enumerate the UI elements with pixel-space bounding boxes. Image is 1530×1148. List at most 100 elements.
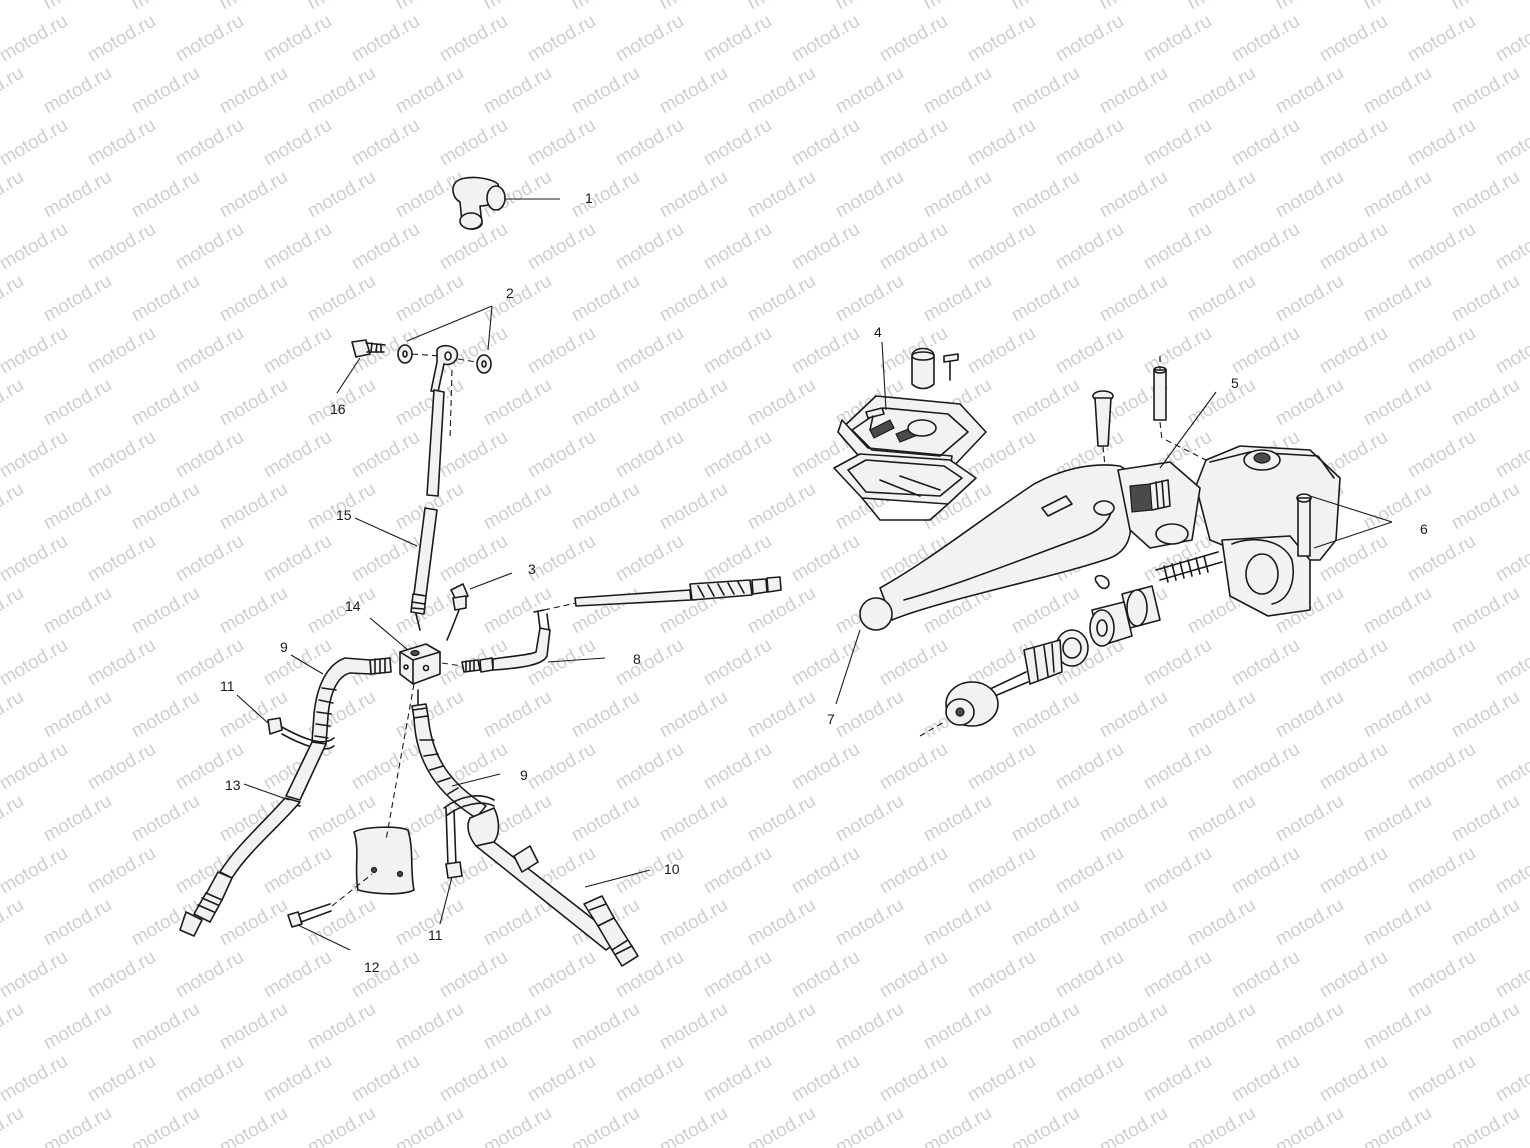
watermark-text: motod.ru [568, 583, 643, 639]
left-front-hose [311, 657, 392, 745]
watermark-text: motod.ru [832, 271, 907, 327]
watermark-text: motod.ru [568, 687, 643, 743]
watermark-text: motod.ru [568, 375, 643, 431]
watermark-text: motod.ru [0, 115, 71, 171]
watermark-text: motod.ru [348, 531, 423, 587]
watermark-text: motod.ru [832, 791, 907, 847]
rear-brake-line [461, 576, 782, 673]
watermark-text: motod.ru [1316, 739, 1391, 795]
watermark-text: motod.ru [920, 791, 995, 847]
watermark-text: motod.ru [744, 687, 819, 743]
watermark-text: motod.ru [1184, 999, 1259, 1055]
watermark-text: motod.ru [260, 115, 335, 171]
tee-fitting [452, 176, 506, 230]
callout-11-left: 11 [220, 678, 235, 694]
brake-switch [446, 583, 469, 641]
watermark-text: motod.ru [216, 167, 291, 223]
watermark-text: motod.ru [1316, 323, 1391, 379]
hose-clamp-left [267, 717, 335, 750]
watermark-text: motod.ru [1140, 219, 1215, 275]
watermark-text: motod.ru [1052, 843, 1127, 899]
watermark-text: motod.ru [656, 895, 731, 951]
watermark-text: motod.ru [1052, 323, 1127, 379]
watermark-text: motod.ru [568, 791, 643, 847]
watermark-text: motod.ru [172, 219, 247, 275]
watermark-text: motod.ru [84, 739, 159, 795]
watermark-text: motod.ru [304, 895, 379, 951]
watermark-text: motod.ru [1096, 1103, 1171, 1148]
callout-4: 4 [874, 324, 882, 340]
watermark-text: motod.ru [1316, 635, 1391, 691]
watermark-text: motod.ru [0, 687, 27, 743]
watermark-text: motod.ru [1052, 11, 1127, 67]
watermark-text: motod.ru [1492, 11, 1530, 67]
watermark-text: motod.ru [1448, 479, 1523, 535]
watermark-text: motod.ru [260, 219, 335, 275]
watermark-text: motod.ru [832, 1103, 907, 1148]
plate-bolt [287, 903, 332, 928]
watermark-text: motod.ru [84, 115, 159, 171]
watermark-text: motod.ru [1228, 323, 1303, 379]
watermark-text: motod.ru [920, 63, 995, 119]
watermark-text: motod.ru [700, 11, 775, 67]
watermark-text: motod.ru [392, 63, 467, 119]
watermark-text: motod.ru [920, 895, 995, 951]
watermark-text: motod.ru [436, 1051, 511, 1107]
watermark-text: motod.ru [1492, 427, 1530, 483]
watermark-text: motod.ru [744, 1103, 819, 1148]
watermark-text: motod.ru [612, 323, 687, 379]
watermark-text: motod.ru [1404, 323, 1479, 379]
watermark-text: motod.ru [920, 1103, 995, 1148]
watermark-text: motod.ru [1052, 947, 1127, 1003]
watermark-text: motod.ru [1184, 0, 1259, 14]
callout-2: 2 [506, 285, 514, 301]
watermark-text: motod.ru [568, 167, 643, 223]
watermark-text: motod.ru [128, 687, 203, 743]
watermark-text: motod.ru [788, 11, 863, 67]
watermark-text: motod.ru [1360, 271, 1435, 327]
watermark-text: motod.ru [1492, 947, 1530, 1003]
watermark-text: motod.ru [260, 11, 335, 67]
watermark-text: motod.ru [172, 635, 247, 691]
watermark-text: motod.ru [1096, 895, 1171, 951]
callout-16: 16 [330, 401, 346, 417]
watermark-text: motod.ru [0, 0, 27, 14]
watermark-text: motod.ru [480, 375, 555, 431]
watermark-text: motod.ru [480, 479, 555, 535]
watermark-text: motod.ru [1008, 271, 1083, 327]
watermark-text: motod.ru [524, 115, 599, 171]
watermark-text: motod.ru [656, 63, 731, 119]
watermark-text: motod.ru [480, 1103, 555, 1148]
watermark-text: motod.ru [1448, 999, 1523, 1055]
watermark-text: motod.ru [436, 947, 511, 1003]
watermark-text: motod.ru [1096, 791, 1171, 847]
watermark-text: motod.ru [524, 947, 599, 1003]
watermark-text: motod.ru [348, 739, 423, 795]
watermark-text: motod.ru [40, 583, 115, 639]
watermark-text: motod.ru [128, 999, 203, 1055]
watermark-text: motod.ru [84, 531, 159, 587]
watermark-text: motod.ru [524, 11, 599, 67]
watermark-text: motod.ru [744, 0, 819, 14]
watermark-text: motod.ru [1316, 11, 1391, 67]
watermark-text: motod.ru [84, 1051, 159, 1107]
watermark-text: motod.ru [304, 271, 379, 327]
watermark-text: motod.ru [656, 999, 731, 1055]
watermark-text: motod.ru [920, 999, 995, 1055]
watermark-text: motod.ru [0, 739, 71, 795]
watermark-text: motod.ru [84, 947, 159, 1003]
watermark-text: motod.ru [568, 479, 643, 535]
watermark-text: motod.ru [172, 11, 247, 67]
watermark-text: motod.ru [128, 167, 203, 223]
watermark-text: motod.ru [0, 479, 27, 535]
watermark-text: motod.ru [1008, 167, 1083, 223]
watermark-text: motod.ru [744, 271, 819, 327]
watermark-text: motod.ru [348, 11, 423, 67]
watermark-text: motod.ru [392, 1103, 467, 1148]
watermark-text: motod.ru [304, 167, 379, 223]
watermark-text: motod.ru [744, 791, 819, 847]
watermark-text: motod.ru [348, 1051, 423, 1107]
watermark-text: motod.ru [964, 115, 1039, 171]
watermark-text: motod.ru [1008, 63, 1083, 119]
